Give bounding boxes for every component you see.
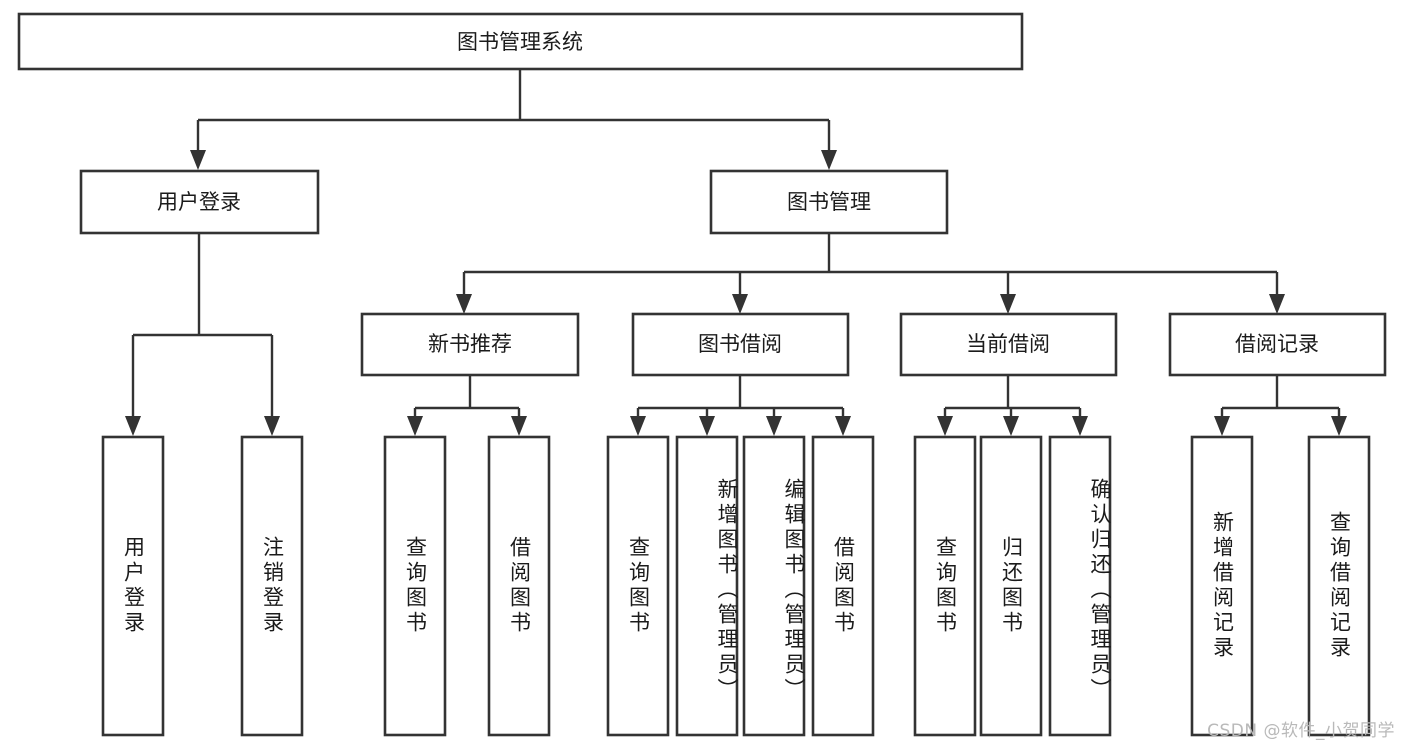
connector-root-to-level2 xyxy=(190,69,837,170)
node-new-book-recommend-label: 新书推荐 xyxy=(428,332,512,356)
node-root-label: 图书管理系统 xyxy=(457,30,583,54)
connector-userlogin-to-leaves xyxy=(125,233,280,436)
node-book-management-label: 图书管理 xyxy=(787,190,871,214)
node-book-management[interactable] xyxy=(709,169,949,235)
leaf-box-edit-book-admin[interactable] xyxy=(742,435,806,737)
node-book-borrow-label: 图书借阅 xyxy=(698,332,782,356)
leaf-box-borrow-book-recommend[interactable] xyxy=(487,435,551,737)
node-root[interactable] xyxy=(17,12,1024,71)
leaf-box-add-borrow-record[interactable] xyxy=(1190,435,1254,737)
node-current-borrow-label: 当前借阅 xyxy=(966,332,1050,356)
leaf-box-query-book-borrow[interactable] xyxy=(606,435,670,737)
leaf-box-return-book[interactable] xyxy=(979,435,1043,737)
node-user-login-label: 用户登录 xyxy=(157,190,241,214)
connector-bookmgmt-to-level3 xyxy=(456,233,1285,314)
leaf-box-add-book-admin[interactable] xyxy=(675,435,739,737)
leaf-box-user-login[interactable] xyxy=(101,435,165,737)
node-new-book-recommend[interactable] xyxy=(360,312,580,377)
connector-borrowrecord-to-leaves xyxy=(1214,375,1347,436)
leaf-box-logout[interactable] xyxy=(240,435,304,737)
leaf-box-confirm-return-admin[interactable] xyxy=(1048,435,1112,737)
node-book-borrow[interactable] xyxy=(631,312,850,377)
leaf-box-query-book-current[interactable] xyxy=(913,435,977,737)
node-borrow-record-label: 借阅记录 xyxy=(1235,332,1319,356)
node-borrow-record[interactable] xyxy=(1168,312,1387,377)
connector-currentborrow-to-leaves xyxy=(937,375,1088,436)
connector-bookborrow-to-leaves xyxy=(630,375,851,436)
leaf-box-query-borrow-record[interactable] xyxy=(1307,435,1371,737)
node-current-borrow[interactable] xyxy=(899,312,1118,377)
watermark-text: CSDN @软件_小贺同学 xyxy=(1207,721,1395,741)
leaf-box-borrow-book[interactable] xyxy=(811,435,875,737)
connector-newbook-to-leaves xyxy=(407,375,527,436)
node-user-login[interactable] xyxy=(79,169,320,235)
leaf-box-query-book-recommend[interactable] xyxy=(383,435,447,737)
